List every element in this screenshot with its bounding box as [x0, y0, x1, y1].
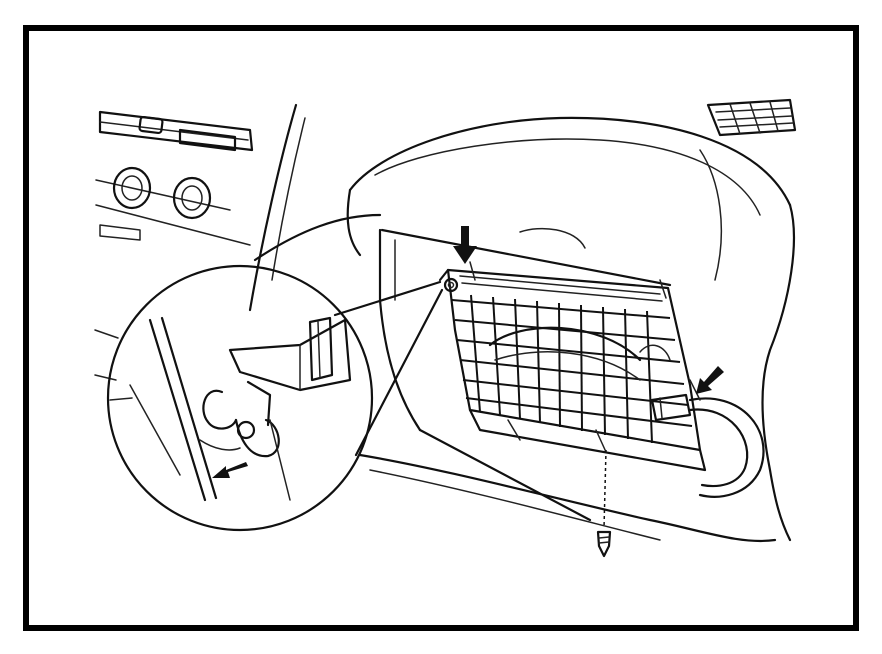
right-side-arrow-icon [696, 366, 724, 394]
damper-clip [650, 379, 765, 498]
console-knob-left [112, 166, 152, 210]
center-console [94, 110, 254, 381]
left-arrow-icon [212, 462, 248, 478]
dashboard-outline [253, 116, 795, 543]
glove-box-grid [438, 261, 707, 472]
down-arrow-icon [453, 226, 477, 264]
detail-magnifier-circle [106, 264, 374, 532]
screw-icon [596, 449, 612, 558]
air-vent [706, 98, 797, 137]
console-knob-right [172, 176, 212, 220]
detail-callout [106, 264, 444, 532]
figure-frame [23, 25, 859, 631]
hinge-pin [443, 277, 459, 293]
console-edge [248, 103, 298, 312]
